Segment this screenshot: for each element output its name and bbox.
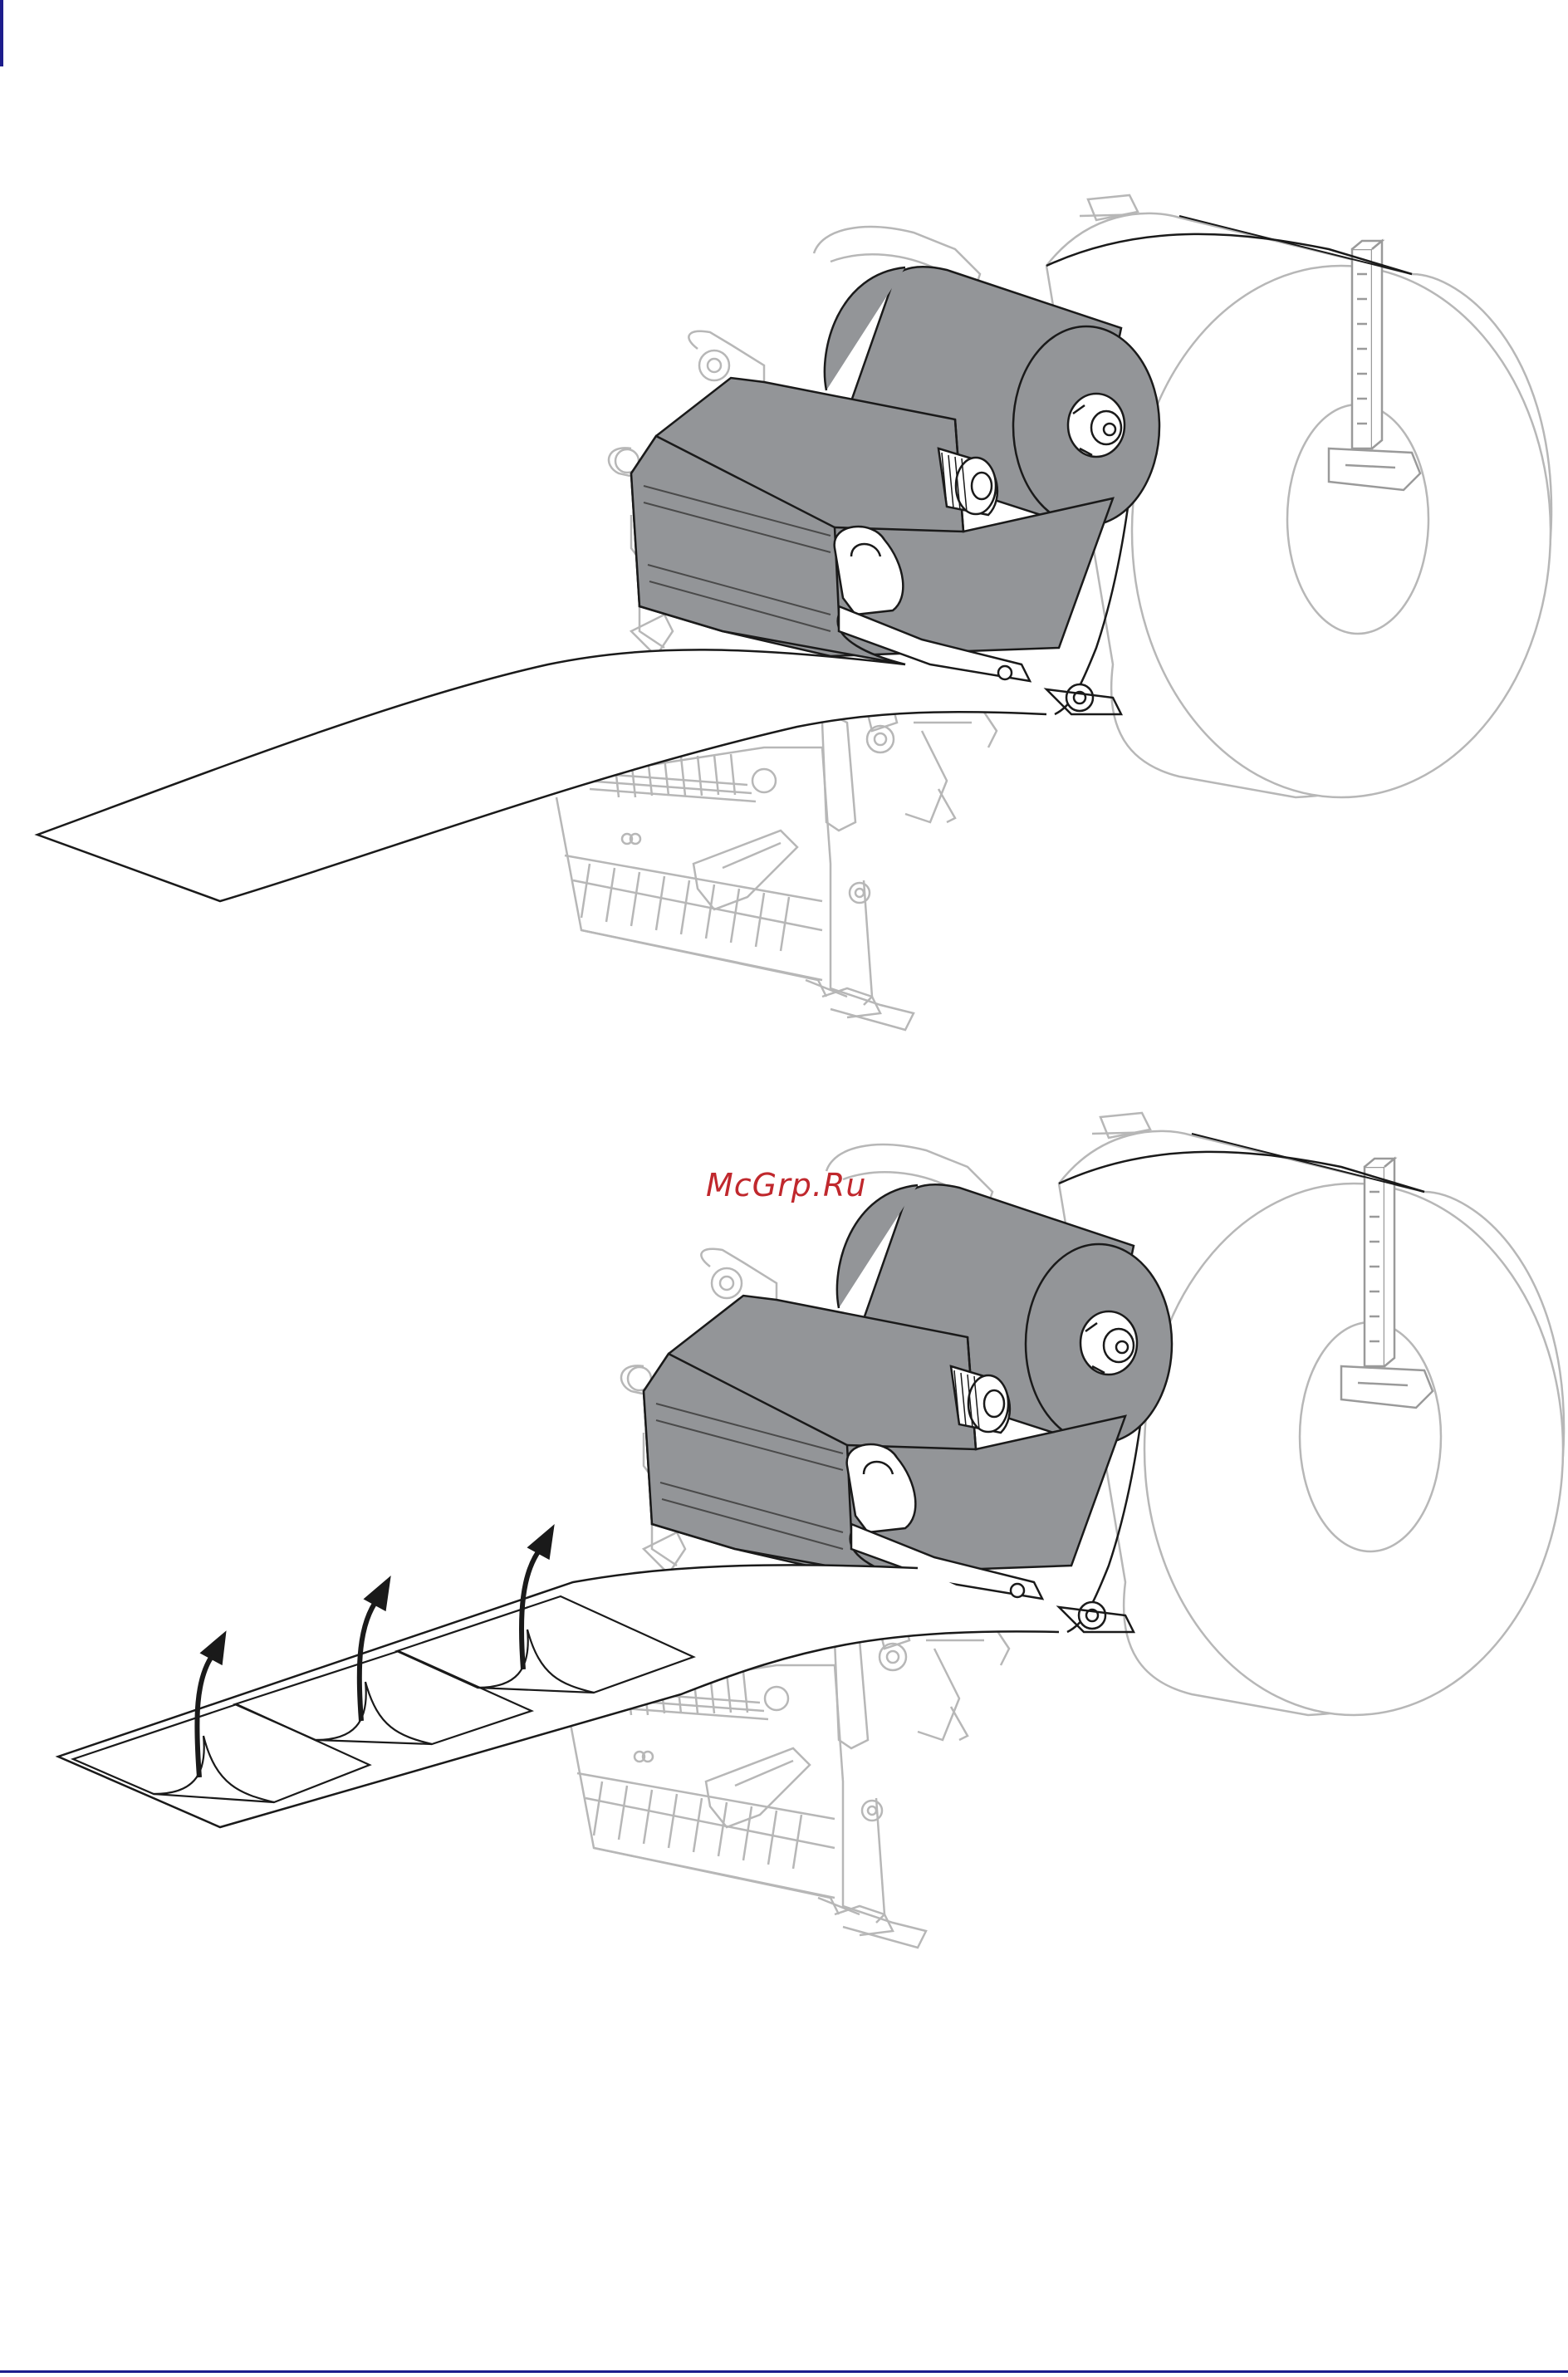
figure-ribbon-loaded-media-fed xyxy=(37,195,1551,1030)
watermark-text: McGrp.Ru xyxy=(706,1167,866,1203)
footer-rule xyxy=(0,2370,1568,2373)
figure-ribbon-loaded-labels-removed xyxy=(58,1113,1564,1948)
